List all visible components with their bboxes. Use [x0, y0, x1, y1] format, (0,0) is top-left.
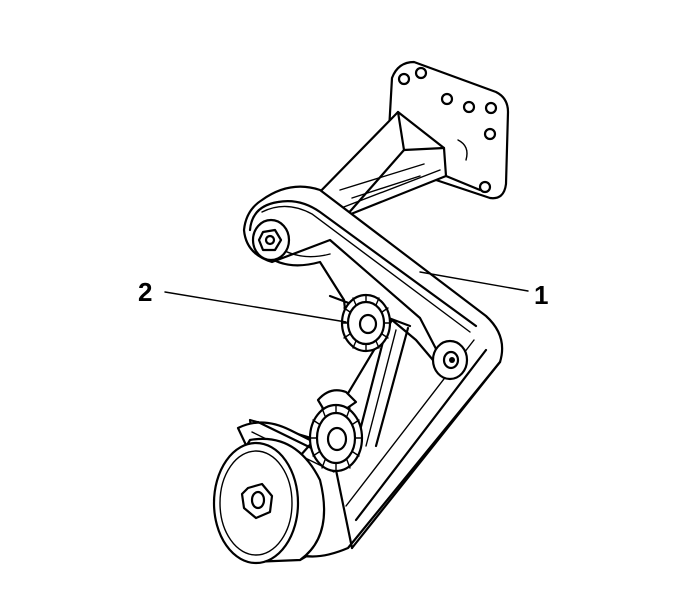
bracket-arm	[310, 110, 448, 218]
right-pulley	[431, 339, 469, 381]
mounting-bracket	[310, 60, 510, 218]
callout-1-label: 1	[534, 280, 549, 310]
idler-pulley	[340, 293, 392, 353]
tensioner-pulley	[308, 389, 364, 473]
upper-left-pulley	[251, 218, 291, 262]
callout-2-leader	[164, 291, 347, 323]
callout-1-leader	[419, 271, 529, 292]
callout-2-label: 2	[138, 277, 153, 307]
crankshaft-pulley-face	[212, 437, 326, 565]
